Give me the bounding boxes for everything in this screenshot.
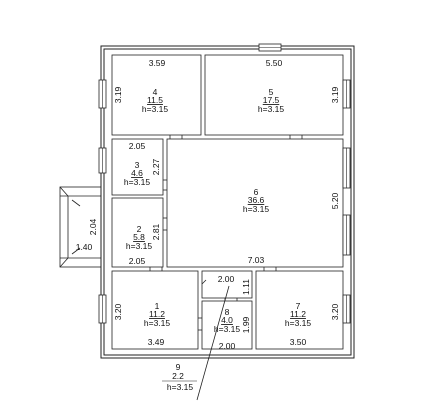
room-6-height: h=3.15 [243, 204, 270, 214]
porch [59, 186, 102, 268]
room-2-number: 2 [137, 224, 142, 234]
room-9-outline [201, 270, 253, 299]
room-3-area: 4.6 [131, 168, 143, 178]
windows [98, 43, 351, 324]
room-1-height: h=3.15 [144, 318, 171, 328]
window-right-room-7 [342, 294, 351, 324]
room-1-area: 11.2 [149, 309, 165, 319]
window-right-room-6-lower [342, 214, 351, 256]
window-right-room-6-upper [342, 147, 351, 189]
room-2-outline [111, 197, 164, 268]
room-7-number: 7 [296, 301, 301, 311]
room-5-width: 5.50 [266, 58, 283, 68]
porch-outline [59, 186, 102, 268]
room-6-depth: 5.20 [330, 192, 340, 209]
room-1-depth: 3.20 [113, 303, 123, 320]
room-8-width-top: 2.00 [218, 274, 235, 284]
porch-width: 1.40 [76, 242, 93, 252]
window-left-room-1 [98, 294, 107, 324]
room-7-depth: 3.20 [330, 303, 340, 320]
room-4-number: 4 [153, 87, 158, 97]
room-5-depth: 3.19 [330, 86, 340, 103]
room-6-width: 7.03 [248, 255, 265, 265]
room-8-number: 8 [225, 307, 230, 317]
room-5-number: 5 [269, 87, 274, 97]
room-8-outline [201, 300, 253, 350]
window-top [258, 43, 282, 52]
room-6-outline [166, 138, 344, 268]
room-8-width-bottom: 2.00 [219, 341, 236, 351]
room-4-height: h=3.15 [142, 104, 169, 114]
room-6-area: 36.6 [248, 195, 265, 205]
room-3-height: h=3.15 [124, 177, 151, 187]
room-5-height: h=3.15 [258, 104, 285, 114]
room-2-area: 5.8 [133, 232, 145, 242]
room-3-number: 3 [135, 160, 140, 170]
room-8-height: h=3.15 [214, 324, 241, 334]
room-8-depth: 1.99 [241, 316, 251, 333]
room-3-width: 2.05 [129, 141, 146, 151]
callout-9-area: 2.2 [172, 371, 184, 381]
room-2-height: h=3.15 [126, 241, 153, 251]
window-right-room-5 [342, 79, 351, 109]
porch-depth: 2.04 [88, 218, 98, 235]
room-4-depth: 3.19 [113, 86, 123, 103]
room-7-area: 11.2 [290, 309, 306, 319]
room-2-depth: 2.81 [151, 223, 161, 240]
room-6-number: 6 [254, 187, 259, 197]
room-2-width: 2.05 [129, 256, 146, 266]
room-1-outline [111, 270, 199, 350]
room-7-width: 3.50 [290, 337, 307, 347]
room-3-outline [111, 138, 164, 196]
room-7-height: h=3.15 [285, 318, 312, 328]
room-4-area: 11.5 [147, 95, 163, 105]
room-8-area: 4.0 [221, 315, 233, 325]
room-5-area: 17.5 [263, 95, 280, 105]
room-3-depth: 2.27 [151, 158, 161, 175]
room-4-outline [111, 54, 202, 136]
room-1-width: 3.49 [148, 337, 165, 347]
room-8-depth-upper: 1.11 [241, 279, 251, 295]
window-left-room-3 [98, 147, 107, 174]
room-1-number: 1 [155, 301, 160, 311]
callout-9-number: 9 [176, 362, 181, 372]
callout-9-height: h=3.15 [167, 382, 194, 392]
room-4-width: 3.59 [149, 58, 166, 68]
window-left-room-4 [98, 79, 107, 109]
callout-leader [196, 285, 230, 401]
